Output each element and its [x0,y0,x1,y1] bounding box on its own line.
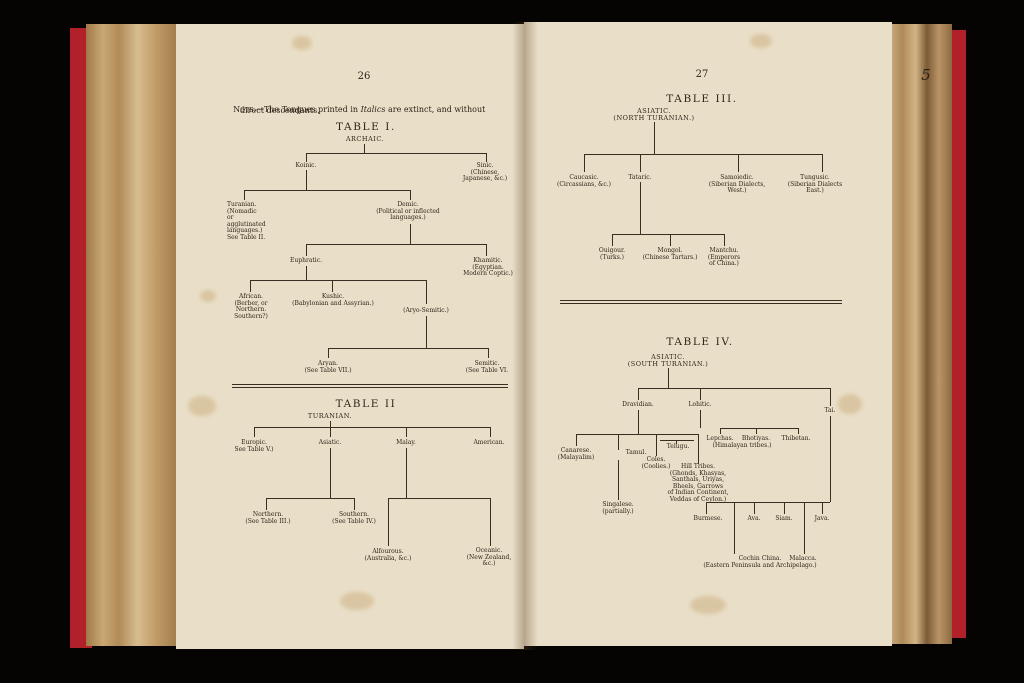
node-khamitic: Khamitic. (Egyptian. Modern Coptic.) [463,257,513,277]
node-tataric: Tataric. [628,174,652,181]
node-telugu: Telugu. [666,443,690,450]
foxing-stain [838,394,862,414]
note-mid: —The Tongues printed in [255,105,361,114]
node-southern: Southern. (See Table IV.) [332,511,376,525]
margin-mark: 5 [921,66,931,84]
rule-left-2 [232,387,508,388]
note-end: are extinct, and without [385,105,486,114]
node-alfourous: Alfourous. (Australia, &c.) [364,548,412,562]
node-mantchu: Mantchu. (Emperors of China.) [707,247,741,267]
node-ouigour: Ouigour. (Turks.) [598,247,626,261]
foxing-stain [188,396,216,416]
right-page [524,22,892,646]
node-tungusic: Tungusic. (Siberian Dialects East.) [787,174,843,194]
node-dravidian: Dravidian. [622,401,654,408]
table-4-subtitle: ASIATIC. (SOUTH TURANIAN.) [627,353,709,368]
table-1-subtitle: ARCHAIC. [345,135,385,143]
node-burmese: Burmese. [693,515,723,522]
foxing-stain [340,592,374,610]
node-caucasic: Caucasic. (Circassians, &c.) [556,174,612,188]
node-koinic: Koinic. [295,162,317,169]
note-line-2: direct descendants. [240,106,320,115]
note-line-1: Note.—The Tongues printed in Italics are… [228,96,485,114]
table-4-title: TABLE IV. [666,336,734,348]
node-malay: Malay. [396,439,416,446]
page-edges-right [886,24,952,644]
table-2-subtitle: TURANIAN. [307,412,353,420]
rule-left [232,384,508,385]
table-3-title: TABLE III. [666,93,738,105]
foxing-stain [690,596,726,614]
node-coles: Coles. (Coolies.) [641,456,671,470]
node-samoiedic: Samoiedic. (Siberian Dialects, West.) [708,174,766,194]
node-semitic: Semitic. (See Table VI. [465,360,509,374]
page-number-right: 27 [695,69,709,80]
foxing-stain [750,34,772,48]
book-cover-right [948,30,966,638]
node-siam: Siam. [775,515,793,522]
node-himalayan: (Himalayan tribes.) [712,442,772,449]
node-malacca: Malacca. [789,555,817,562]
table-2-title: TABLE II [335,398,397,410]
node-lepchas: Lepchas. [706,435,734,442]
node-kushic: Kushic. (Babylonian and Assyrian.) [292,293,374,307]
foxing-stain [292,36,312,50]
node-turanian: Turanian. (Nomadic or agglutinated langu… [227,201,266,241]
node-thibetan: Thibetan. [781,435,811,442]
note-prefix: Note. [233,105,256,114]
node-african: African. (Berber, or Northern. Southern?… [234,293,268,320]
node-sinic: Sinic. (Chinese, Japanese, &c.) [462,162,508,182]
node-aryo-semitic: (Aryo-Semitic.) [403,307,449,314]
node-canarese: Canarese. (Malayalim) [557,447,595,461]
node-euphratic: Euphratic. [290,257,322,264]
node-java: Java. [814,515,830,522]
rule-right [560,300,842,301]
foxing-stain [200,290,216,302]
rule-right-2 [560,303,842,304]
page-number-left: 26 [357,71,371,82]
node-aryan: Aryan. (See Table VII.) [304,360,352,374]
node-demic: Demic. (Political or inflected languages… [376,201,440,221]
page-edges-left [86,24,180,646]
left-page [176,24,524,649]
node-asiatic: Asiatic. [318,439,342,446]
node-ava: Ava. [747,515,761,522]
book-gutter [512,22,538,650]
table-3-subtitle: ASIATIC. (NORTH TURANIAN.) [613,107,695,122]
node-hill-tribes: Hill Tribes. (Ghonds, Khasyas, Santhals,… [667,463,729,503]
node-bhotiyas: Bhotiyas. [741,435,771,442]
note-italic: Italics [360,105,386,114]
node-tamul: Tamul. [625,449,647,456]
table-1-title: TABLE I. [336,121,396,133]
node-lohitic: Lohitic. [688,401,712,408]
node-american: American. [473,439,505,446]
node-mongol: Mongol. (Chinese Tartars.) [642,247,698,261]
node-oceanic: Oceanic. (New Zealand, &c.) [466,547,512,567]
node-cochin-china: Cochin China. (Eastern Peninsula and Arc… [703,555,817,569]
node-europic: Europic. See Table V.) [234,439,274,453]
node-tai: Tai. [824,407,836,414]
node-singalese: Singalese. (partially.) [602,501,634,515]
node-northern: Northern. (See Table III.) [245,511,291,525]
